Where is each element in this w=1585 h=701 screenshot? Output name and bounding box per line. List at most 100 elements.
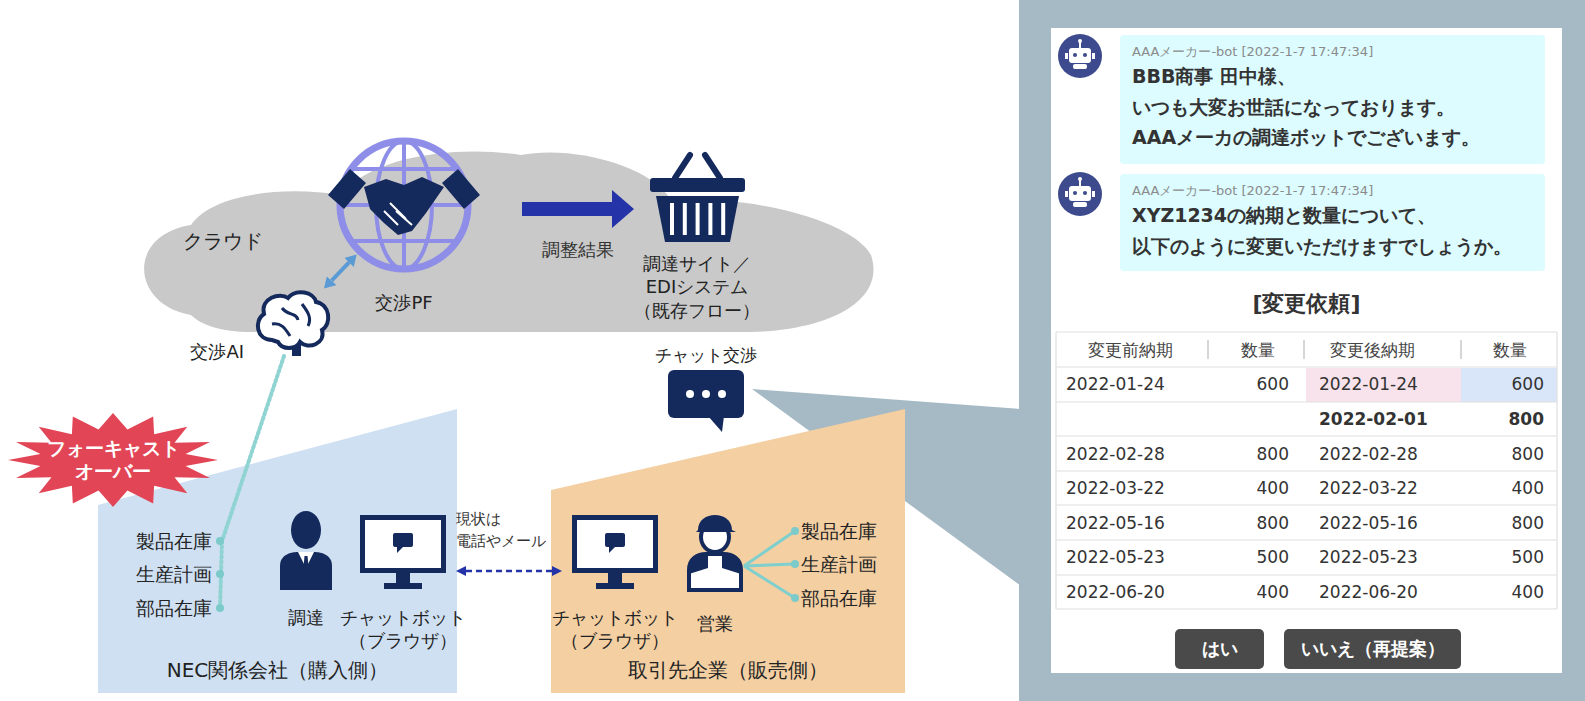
bot-avatar-part (1092, 53, 1095, 59)
label-holder: 600 (1209, 373, 1289, 395)
window-ground (1051, 28, 1562, 673)
label-holder: 数量 (1480, 339, 1540, 361)
procurement-site: 調達サイト／ EDIシステム （既存フロー） (650, 150, 745, 242)
seller-person-shape (686, 508, 744, 592)
buyer-person: 調達 (280, 510, 332, 590)
edge-label: 調整結果 (528, 237, 628, 263)
table-cell: 600 (1209, 373, 1289, 395)
bot-avatar-part (1078, 39, 1082, 43)
label-holder: 部品在庫 (801, 586, 901, 610)
brain-outline (258, 292, 328, 348)
label-holder: 製品在庫 (801, 519, 901, 543)
basket-handle (675, 155, 690, 178)
connector (466, 570, 552, 573)
person-cap (696, 515, 736, 532)
node-body-text: BBB商事 田中様、いつも大変お世話になっております。AAAメーカの調達ボットで… (1132, 61, 1533, 152)
buyer-person-shape (280, 510, 332, 590)
label-holder: 変更前納期 (1070, 339, 1190, 361)
label-holder: 2022-01-24 (1066, 373, 1196, 395)
data-source: 生産計画 (112, 562, 212, 586)
ai-data-link-part (216, 604, 224, 612)
bot-message: AAAメーカー-bot [2022-1-7 17:47:34]XYZ1234の納… (1120, 174, 1545, 271)
seller-data-links-part (791, 560, 799, 568)
basket-handle (705, 155, 720, 178)
negotiation-platform: 交渉PF (356, 157, 452, 253)
brain-fold (282, 308, 298, 320)
brain-fold (302, 304, 310, 326)
chat-icon: チャット交渉 (668, 370, 744, 432)
chatbot-monitor: チャットボット （ブラウザ） (572, 515, 658, 590)
seller-data-links-part (791, 527, 799, 535)
table-cell: 2022-06-20 (1066, 581, 1196, 603)
person-tie (303, 556, 309, 577)
table-cell: 400 (1464, 581, 1544, 603)
table-cell: 2022-03-22 (1319, 477, 1449, 499)
basket-body (656, 196, 739, 242)
table-highlight-part (1461, 368, 1557, 402)
node-body-text: XYZ1234の納期と数量について、以下のように変更いただけますでしょうか。 (1132, 200, 1533, 261)
table-grid-part (1056, 470, 1557, 471)
yes-button: はい (1175, 629, 1264, 669)
table-cell: 800 (1464, 408, 1544, 430)
monitor-chat-tail (609, 546, 616, 553)
monitor-chat (605, 533, 625, 547)
bot-avatar-part (1073, 191, 1077, 195)
table-cell: 800 (1464, 512, 1544, 534)
person-head (291, 511, 321, 549)
seller-data-links-part (791, 594, 799, 602)
node-text: 営業 (675, 612, 755, 635)
label-holder: 500 (1209, 546, 1289, 568)
table-grid-part (1056, 366, 1557, 367)
node-text: 取引先企業（販売側） (551, 657, 905, 683)
table-cell: 2022-05-23 (1066, 546, 1196, 568)
table-highlight-part (1306, 368, 1461, 402)
monitor-base (384, 583, 422, 589)
chatbot-monitor-shape (572, 515, 658, 590)
globe-parallel (351, 239, 457, 243)
data-source: 製品在庫 (801, 519, 901, 543)
chatbot-monitor: チャットボット （ブラウザ） (360, 515, 446, 590)
table-cell: 2022-02-01 (1319, 408, 1449, 430)
table-header: 数量 (1480, 339, 1540, 361)
node-text: チャットボット （ブラウザ） (545, 607, 685, 652)
table-cell: 2022-05-23 (1319, 546, 1449, 568)
label-holder: 800 (1209, 512, 1289, 534)
label-holder: 製品在庫 (112, 529, 212, 553)
label-holder: 2022-06-20 (1319, 581, 1449, 603)
label-holder: 2022-02-28 (1319, 443, 1449, 465)
node-text: AAAメーカー-bot [2022-1-7 17:47:34] (1132, 43, 1533, 61)
monitor-stand (608, 571, 622, 583)
ai-data-link-part (216, 570, 224, 578)
label-holder: 400 (1464, 581, 1544, 603)
bot-avatar-part (1078, 177, 1082, 181)
negotiation-platform-shape (356, 157, 452, 253)
table-cell: 2022-03-22 (1066, 477, 1196, 499)
label-holder: 2022-06-20 (1066, 581, 1196, 603)
table-cell: 2022-05-16 (1066, 512, 1196, 534)
bubble-dot (702, 390, 710, 398)
starburst-shape (8, 413, 218, 507)
table-cell: 400 (1464, 477, 1544, 499)
label-holder: 部品在庫 (112, 596, 212, 620)
table-grid-part (1056, 539, 1557, 540)
table-cell: 2022-05-16 (1319, 512, 1449, 534)
label-holder: 生産計画 (801, 552, 901, 576)
bot-avatar-part (1073, 202, 1087, 207)
globe-parallel (351, 167, 457, 171)
seller-panel: 取引先企業（販売側） チャットボット （ブラウザ） 営業 (551, 409, 905, 693)
label-holder: 400 (1209, 477, 1289, 499)
label-holder: 800 (1464, 512, 1544, 534)
person-body (280, 552, 332, 590)
table-cell: 2022-02-28 (1319, 443, 1449, 465)
node-text: フォーキャスト オーバー (38, 437, 188, 483)
label-holder: 変更後納期 (1312, 339, 1432, 361)
label-holder: 400 (1464, 477, 1544, 499)
edge-label-holder: 現状は 電話やメール (456, 509, 571, 553)
basket-rim (650, 178, 745, 192)
label-holder: 500 (1464, 546, 1544, 568)
bot-avatar-part (1073, 53, 1077, 57)
brain-fold (272, 324, 290, 336)
alert-starburst: フォーキャスト オーバー (8, 413, 218, 507)
table-cell: 2022-02-28 (1066, 443, 1196, 465)
